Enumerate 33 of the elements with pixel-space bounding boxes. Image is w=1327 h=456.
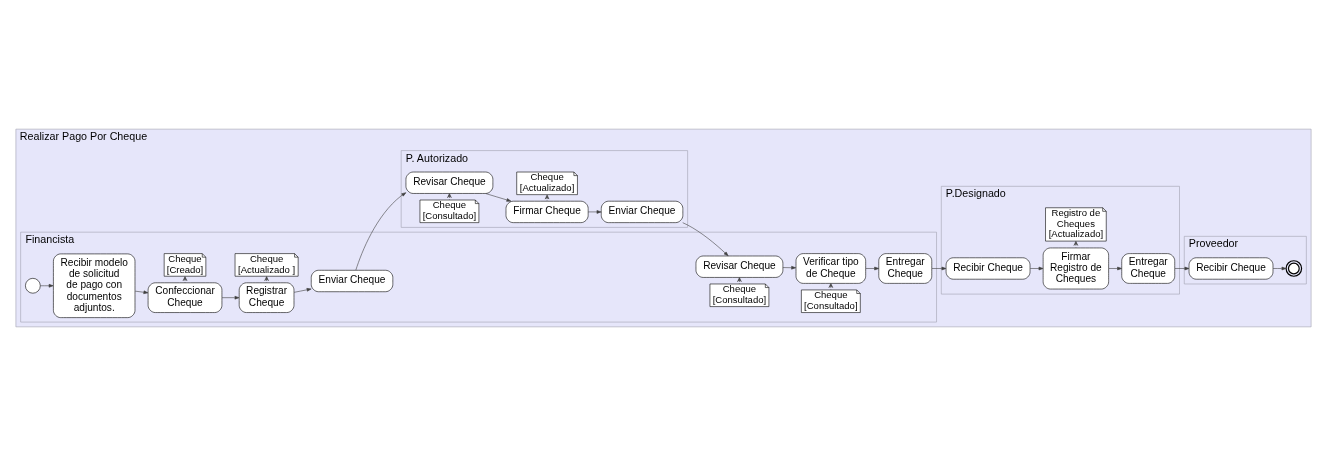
node-box: Entregar Cheque	[1121, 253, 1176, 284]
arrow	[485, 193, 512, 202]
arrow	[293, 288, 312, 293]
arrow	[828, 283, 833, 291]
arrow	[931, 266, 947, 271]
arrow	[40, 284, 54, 288]
arrow	[1029, 266, 1044, 271]
arrow	[1073, 240, 1079, 249]
arrow	[865, 266, 880, 271]
arrow	[1174, 266, 1190, 271]
node-box: Enviar Cheque	[600, 200, 684, 223]
node-box: Recibir Cheque	[1188, 257, 1274, 280]
arrow	[544, 194, 550, 202]
node-box: Enviar Cheque	[310, 269, 394, 293]
arrow	[1108, 266, 1122, 271]
arrow	[587, 210, 602, 214]
arrow	[264, 276, 269, 281]
arrow	[682, 222, 729, 257]
node-box: Recibir Cheque	[945, 257, 1031, 280]
node-circle	[25, 278, 41, 294]
arrow	[447, 193, 452, 198]
node-box: Verificar tipo de Cheque	[795, 253, 866, 284]
arrow	[737, 277, 742, 282]
arrow	[221, 295, 240, 300]
arrow	[134, 290, 149, 295]
node-box: Recibir modelo de solicitud de pago con documentos adjuntos.	[53, 253, 136, 318]
node-box: Revisar Cheque	[405, 171, 494, 194]
arrow	[782, 265, 797, 270]
arrow	[355, 192, 407, 271]
node-box: Entregar Cheque	[878, 253, 933, 284]
arrow	[182, 276, 188, 283]
node-box: Revisar Cheque	[695, 255, 784, 278]
arrow	[1272, 266, 1287, 271]
